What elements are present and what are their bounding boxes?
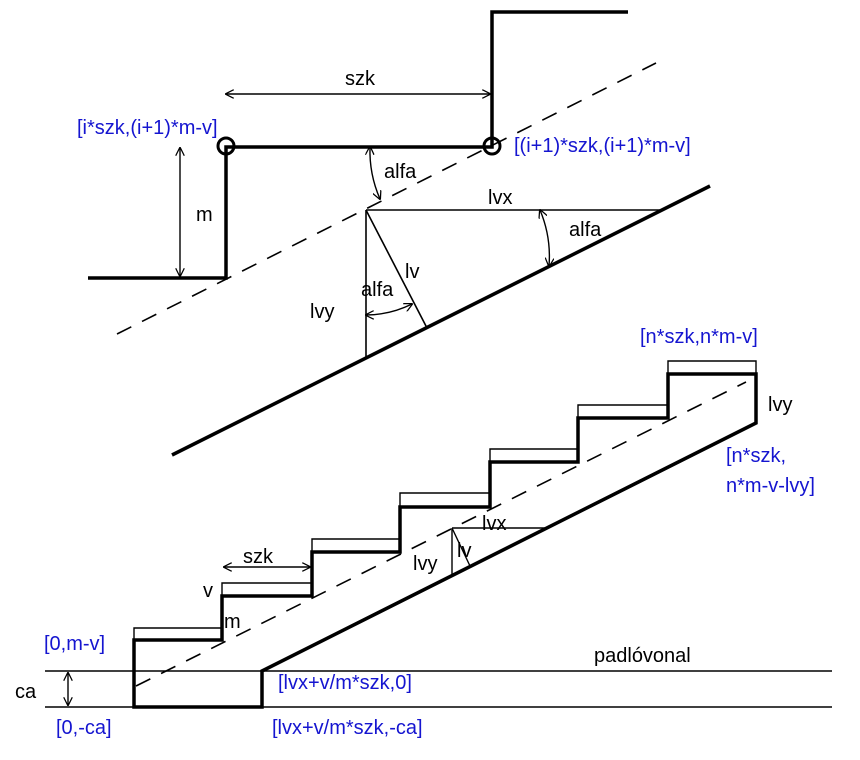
top-left-point-coordinate: [i*szk,(i+1)*m-v] [77, 117, 218, 139]
first-step-coordinate: [0,m-v] [44, 633, 105, 655]
bottom-lv-line [451, 527, 471, 567]
top-alfa-arc-inner [366, 304, 412, 315]
top-szk-label: szk [345, 68, 376, 90]
top-stringer-line [171, 184, 711, 457]
top-alfa-arc-right [540, 210, 549, 266]
top-alfa-inner-label: alfa [361, 279, 394, 301]
last-step-bottom-coordinate-line1: [n*szk, [726, 445, 786, 467]
top-right-point-circle [482, 136, 502, 156]
bottom-stair: lvy lvx lv lvy szk v m padlóvonal ca [n*… [15, 326, 832, 739]
top-alfa-right-label: alfa [569, 219, 602, 241]
bottom-v-label: v [203, 580, 213, 602]
top-right-point-coordinate: [(i+1)*szk,(i+1)*m-v] [514, 135, 691, 157]
bottom-lvy-right-label: lvy [768, 394, 792, 416]
tread-boards [133, 360, 757, 640]
top-left-point-circle [216, 136, 236, 156]
stair-profile [132, 372, 758, 709]
top-m-label: m [196, 204, 213, 226]
top-lv-label: lv [405, 261, 419, 283]
bottom-szk-label: szk [243, 546, 274, 568]
top-alfa-arc-step [370, 147, 380, 199]
last-step-bottom-coordinate-line2: n*m-v-lvy] [726, 475, 815, 497]
top-lvx-label: lvx [488, 187, 512, 209]
top-step-profile [88, 10, 628, 280]
floor-point-coordinate: [lvx+v/m*szk,0] [278, 672, 412, 694]
ca-label: ca [15, 681, 37, 703]
top-alfa-step-label: alfa [384, 161, 417, 183]
padlovonal-label: padlóvonal [594, 645, 691, 667]
top-detail: szk m alfa lvx alfa lv alfa lvy [i*szk,(… [77, 10, 711, 457]
bottom-lv-label: lv [457, 540, 471, 562]
top-lvy-label: lvy [310, 301, 334, 323]
bottom-lvy-label: lvy [413, 553, 437, 575]
base-right-coordinate: [lvx+v/m*szk,-ca] [272, 717, 423, 739]
base-left-coordinate: [0,-ca] [56, 717, 112, 739]
last-step-top-coordinate: [n*szk,n*m-v] [640, 326, 758, 348]
bottom-m-label: m [224, 611, 241, 633]
top-lv-line [365, 209, 428, 329]
bottom-dashed-nosing-line [135, 381, 747, 687]
bottom-lvx-label: lvx [482, 513, 506, 535]
